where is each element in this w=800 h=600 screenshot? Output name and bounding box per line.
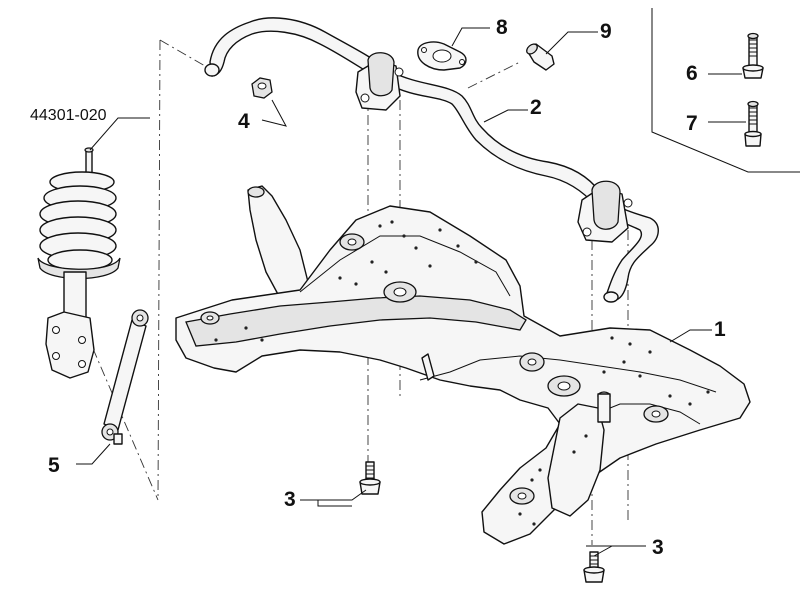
callouts: 1 2 3 3 4 5 6 7 8 9 44301-020 <box>30 16 726 559</box>
leader-lines <box>76 27 746 557</box>
strut-spring-assembly <box>37 147 121 379</box>
callout-7: 7 <box>686 112 698 135</box>
callout-5: 5 <box>48 454 60 477</box>
bolt-part-3-left <box>359 461 381 495</box>
anti-roll-bar <box>204 17 659 303</box>
callout-2: 2 <box>530 96 542 119</box>
bolt-part-3-right <box>583 551 605 583</box>
part-reference-number: 44301-020 <box>30 107 107 124</box>
callout-9: 9 <box>600 20 612 43</box>
callout-3-right: 3 <box>652 536 664 559</box>
flange-plate-part-8 <box>417 41 467 71</box>
bolt-part-7 <box>744 100 762 147</box>
stabilizer-link-part-5 <box>101 309 149 445</box>
callout-8: 8 <box>496 16 508 39</box>
subframe-rivets <box>214 220 710 526</box>
fastener-group-frame <box>651 8 800 173</box>
nut-part-4 <box>251 77 273 99</box>
bushing-part-9 <box>526 43 555 71</box>
front-subframe-part-1 <box>175 185 751 545</box>
callout-6: 6 <box>686 62 698 85</box>
callout-4: 4 <box>238 110 250 133</box>
callout-1: 1 <box>714 318 726 341</box>
bolt-part-6 <box>742 32 764 79</box>
callout-3-left: 3 <box>284 488 296 511</box>
